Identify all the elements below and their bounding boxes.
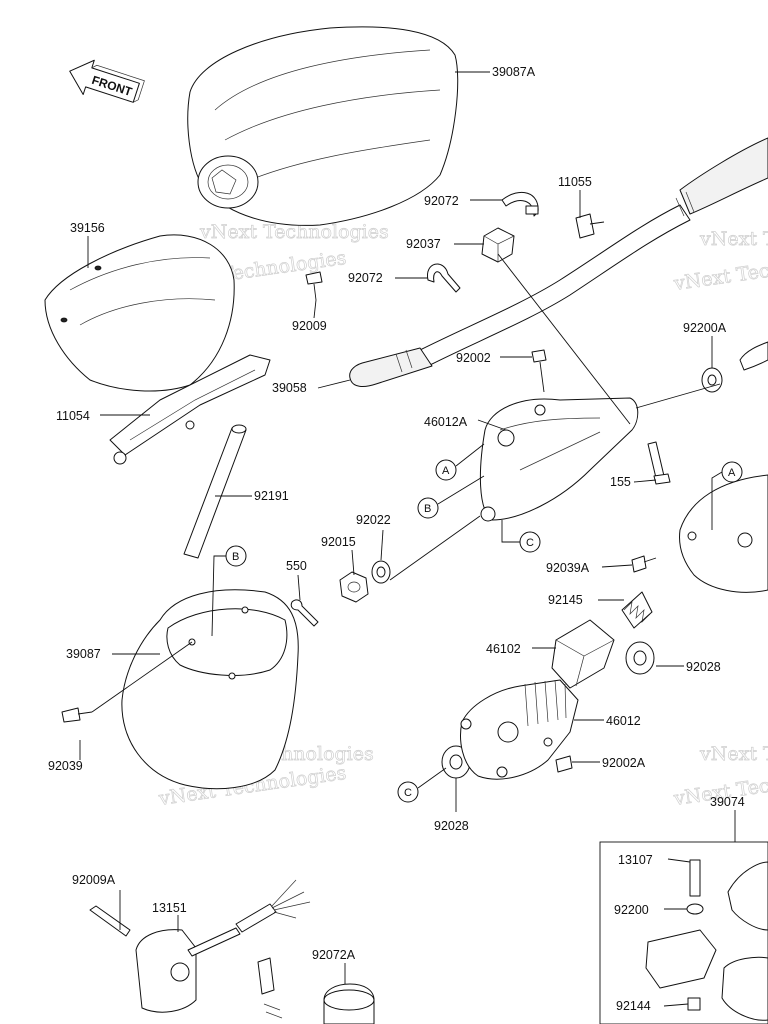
callout-b-lower: B [211,545,247,637]
part-label: 92009A [72,873,116,887]
part-label: 92028 [434,819,469,833]
part-92072-clamp-lower [427,263,461,293]
part-92022-washer [371,560,391,584]
part-92145-spring [621,591,653,629]
part-39058-handlebar [349,137,768,387]
part-92002A-bolt [555,755,573,773]
part-46012-housing [460,679,579,780]
part-label: 11055 [558,175,592,189]
part-label: 155 [610,475,631,489]
part-label: 11054 [56,409,90,423]
part-92002-bolt [531,349,547,393]
part-labels: 39087A 39156 92009 11054 92191 39087 920… [48,65,745,1013]
callout-label: C [526,537,534,549]
part-label: 92072A [312,948,356,962]
part-46012A-holder [479,397,639,522]
part-label: 39156 [70,221,105,235]
part-550-pin [290,599,319,627]
part-39087-housing [121,589,299,790]
part-label: 13107 [618,853,653,867]
part-right-holder [679,474,768,593]
part-92037-connector [481,227,515,263]
callout-label: B [232,551,239,563]
part-label: 92145 [548,593,583,607]
part-155-bolt [647,441,671,485]
part-label: 550 [286,559,307,573]
callout-a: A [435,443,485,481]
callout-b: B [417,475,485,519]
part-92072-clamp-upper [501,191,539,217]
part-harness-clip [257,957,283,1019]
part-label: 92009 [292,319,327,333]
part-label: 39087 [66,647,101,661]
part-label: 92200 [614,903,649,917]
part-39074-kit [599,841,768,1024]
callout-c-lower: C [397,767,447,803]
part-label: 92072 [424,194,459,208]
part-92015-nut [339,571,369,603]
part-label: 92037 [406,237,441,251]
part-92009A-screw [89,905,131,937]
part-92072A-sleeve [323,983,375,1024]
part-label: 92072 [348,271,383,285]
callout-label: A [728,467,736,479]
part-label: 46102 [486,642,521,656]
part-label: 13151 [152,901,187,915]
part-label: 39058 [272,381,307,395]
part-92009-screw [305,271,323,301]
callout-label: A [442,465,450,477]
part-39156-cover [44,234,235,392]
part-label: 92039A [546,561,590,575]
leader-lines [79,71,736,1007]
part-92039-screw [61,707,93,723]
part-92200A-washer [701,341,768,393]
part-13151-switch [135,879,311,1013]
part-46102-block [551,619,615,689]
part-label: 92015 [321,535,356,549]
callout-label: C [404,787,412,799]
part-label: 92022 [356,513,391,527]
callout-label: B [424,503,431,515]
watermark: vNext Technologies [699,228,768,250]
part-92039A-screw [631,555,657,573]
part-label: 46012 [606,714,641,728]
front-arrow-icon: FRONT [69,59,145,103]
callout-a-right: A [711,461,743,530]
callout-c: C [501,520,541,553]
callouts: A B C B C A [211,443,743,803]
part-label: 92191 [254,489,289,503]
watermark: vNext Technologies [699,743,768,765]
part-label: 92039 [48,759,83,773]
part-label: 39074 [710,795,745,809]
part-label: 92002 [456,351,491,365]
part-label: 92002A [602,756,646,770]
part-11054-bracket [109,354,271,465]
part-label: 92028 [686,660,721,674]
part-label: 39087A [492,65,536,79]
part-11055-clip [575,213,605,239]
part-label: 46012A [424,415,468,429]
part-92191-rod [183,424,247,559]
watermark: vNext Technologies [199,221,389,243]
part-39087A-cover [187,26,459,226]
watermark: vNext Technologies [672,247,768,295]
part-label: 92144 [616,999,651,1013]
part-92028-washer-right [625,641,655,675]
part-label: 92200A [683,321,727,335]
